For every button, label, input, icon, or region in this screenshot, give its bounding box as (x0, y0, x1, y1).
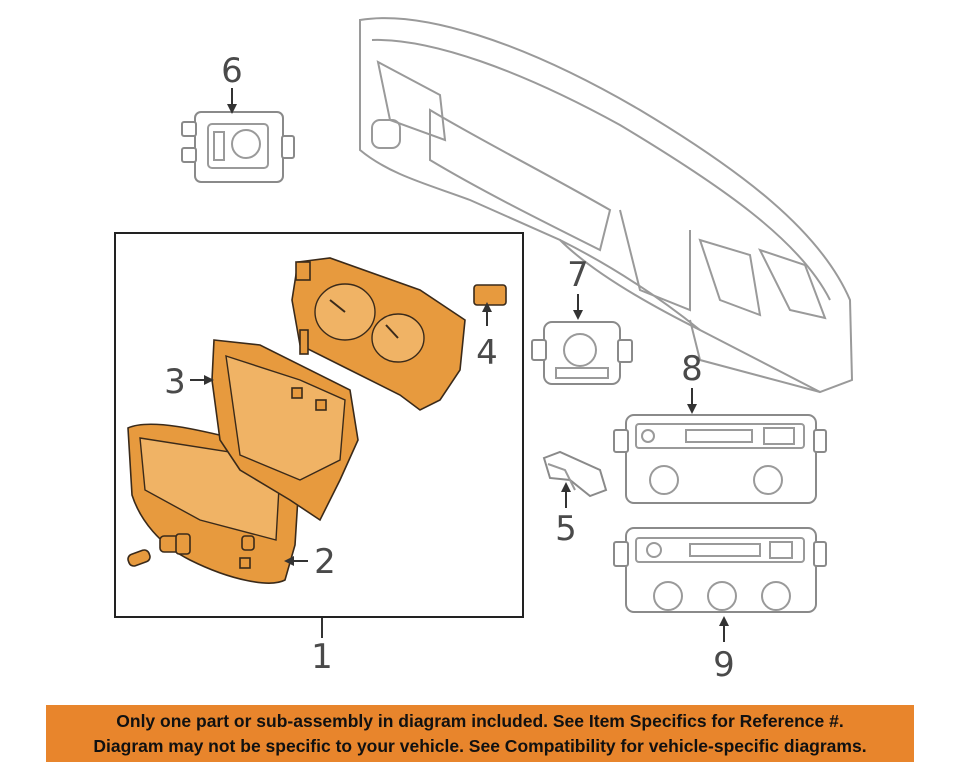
bracket-5 (542, 450, 608, 498)
callout-5: 5 (555, 509, 577, 549)
bulbs (127, 533, 191, 567)
dashboard-panel (359, 17, 854, 394)
callout-3: 3 (164, 362, 186, 402)
callout-9: 9 (713, 645, 735, 685)
callout-8: 8 (681, 349, 703, 389)
switch-7 (531, 321, 633, 385)
callout-2: 2 (314, 542, 336, 582)
disclaimer-line-2: Diagram may not be specific to your vehi… (93, 735, 867, 756)
climate-control-9 (613, 527, 827, 613)
disclaimer-line-1: Only one part or sub-assembly in diagram… (116, 710, 844, 731)
headlamp-switch-6 (181, 111, 295, 183)
climate-control-8 (613, 414, 827, 504)
parts-diagram: 6 3 4 7 8 5 2 1 9 (114, 17, 854, 685)
callout-6: 6 (221, 51, 243, 91)
cluster-bezel-3 (211, 339, 359, 522)
cluster-assembly-box (114, 232, 524, 618)
small-switch-4 (473, 284, 507, 306)
callout-7: 7 (567, 255, 589, 295)
callout-1: 1 (311, 637, 333, 677)
instrument-cluster (291, 257, 466, 411)
callout-4: 4 (476, 333, 498, 373)
disclaimer-banner: Only one part or sub-assembly in diagram… (46, 705, 914, 762)
